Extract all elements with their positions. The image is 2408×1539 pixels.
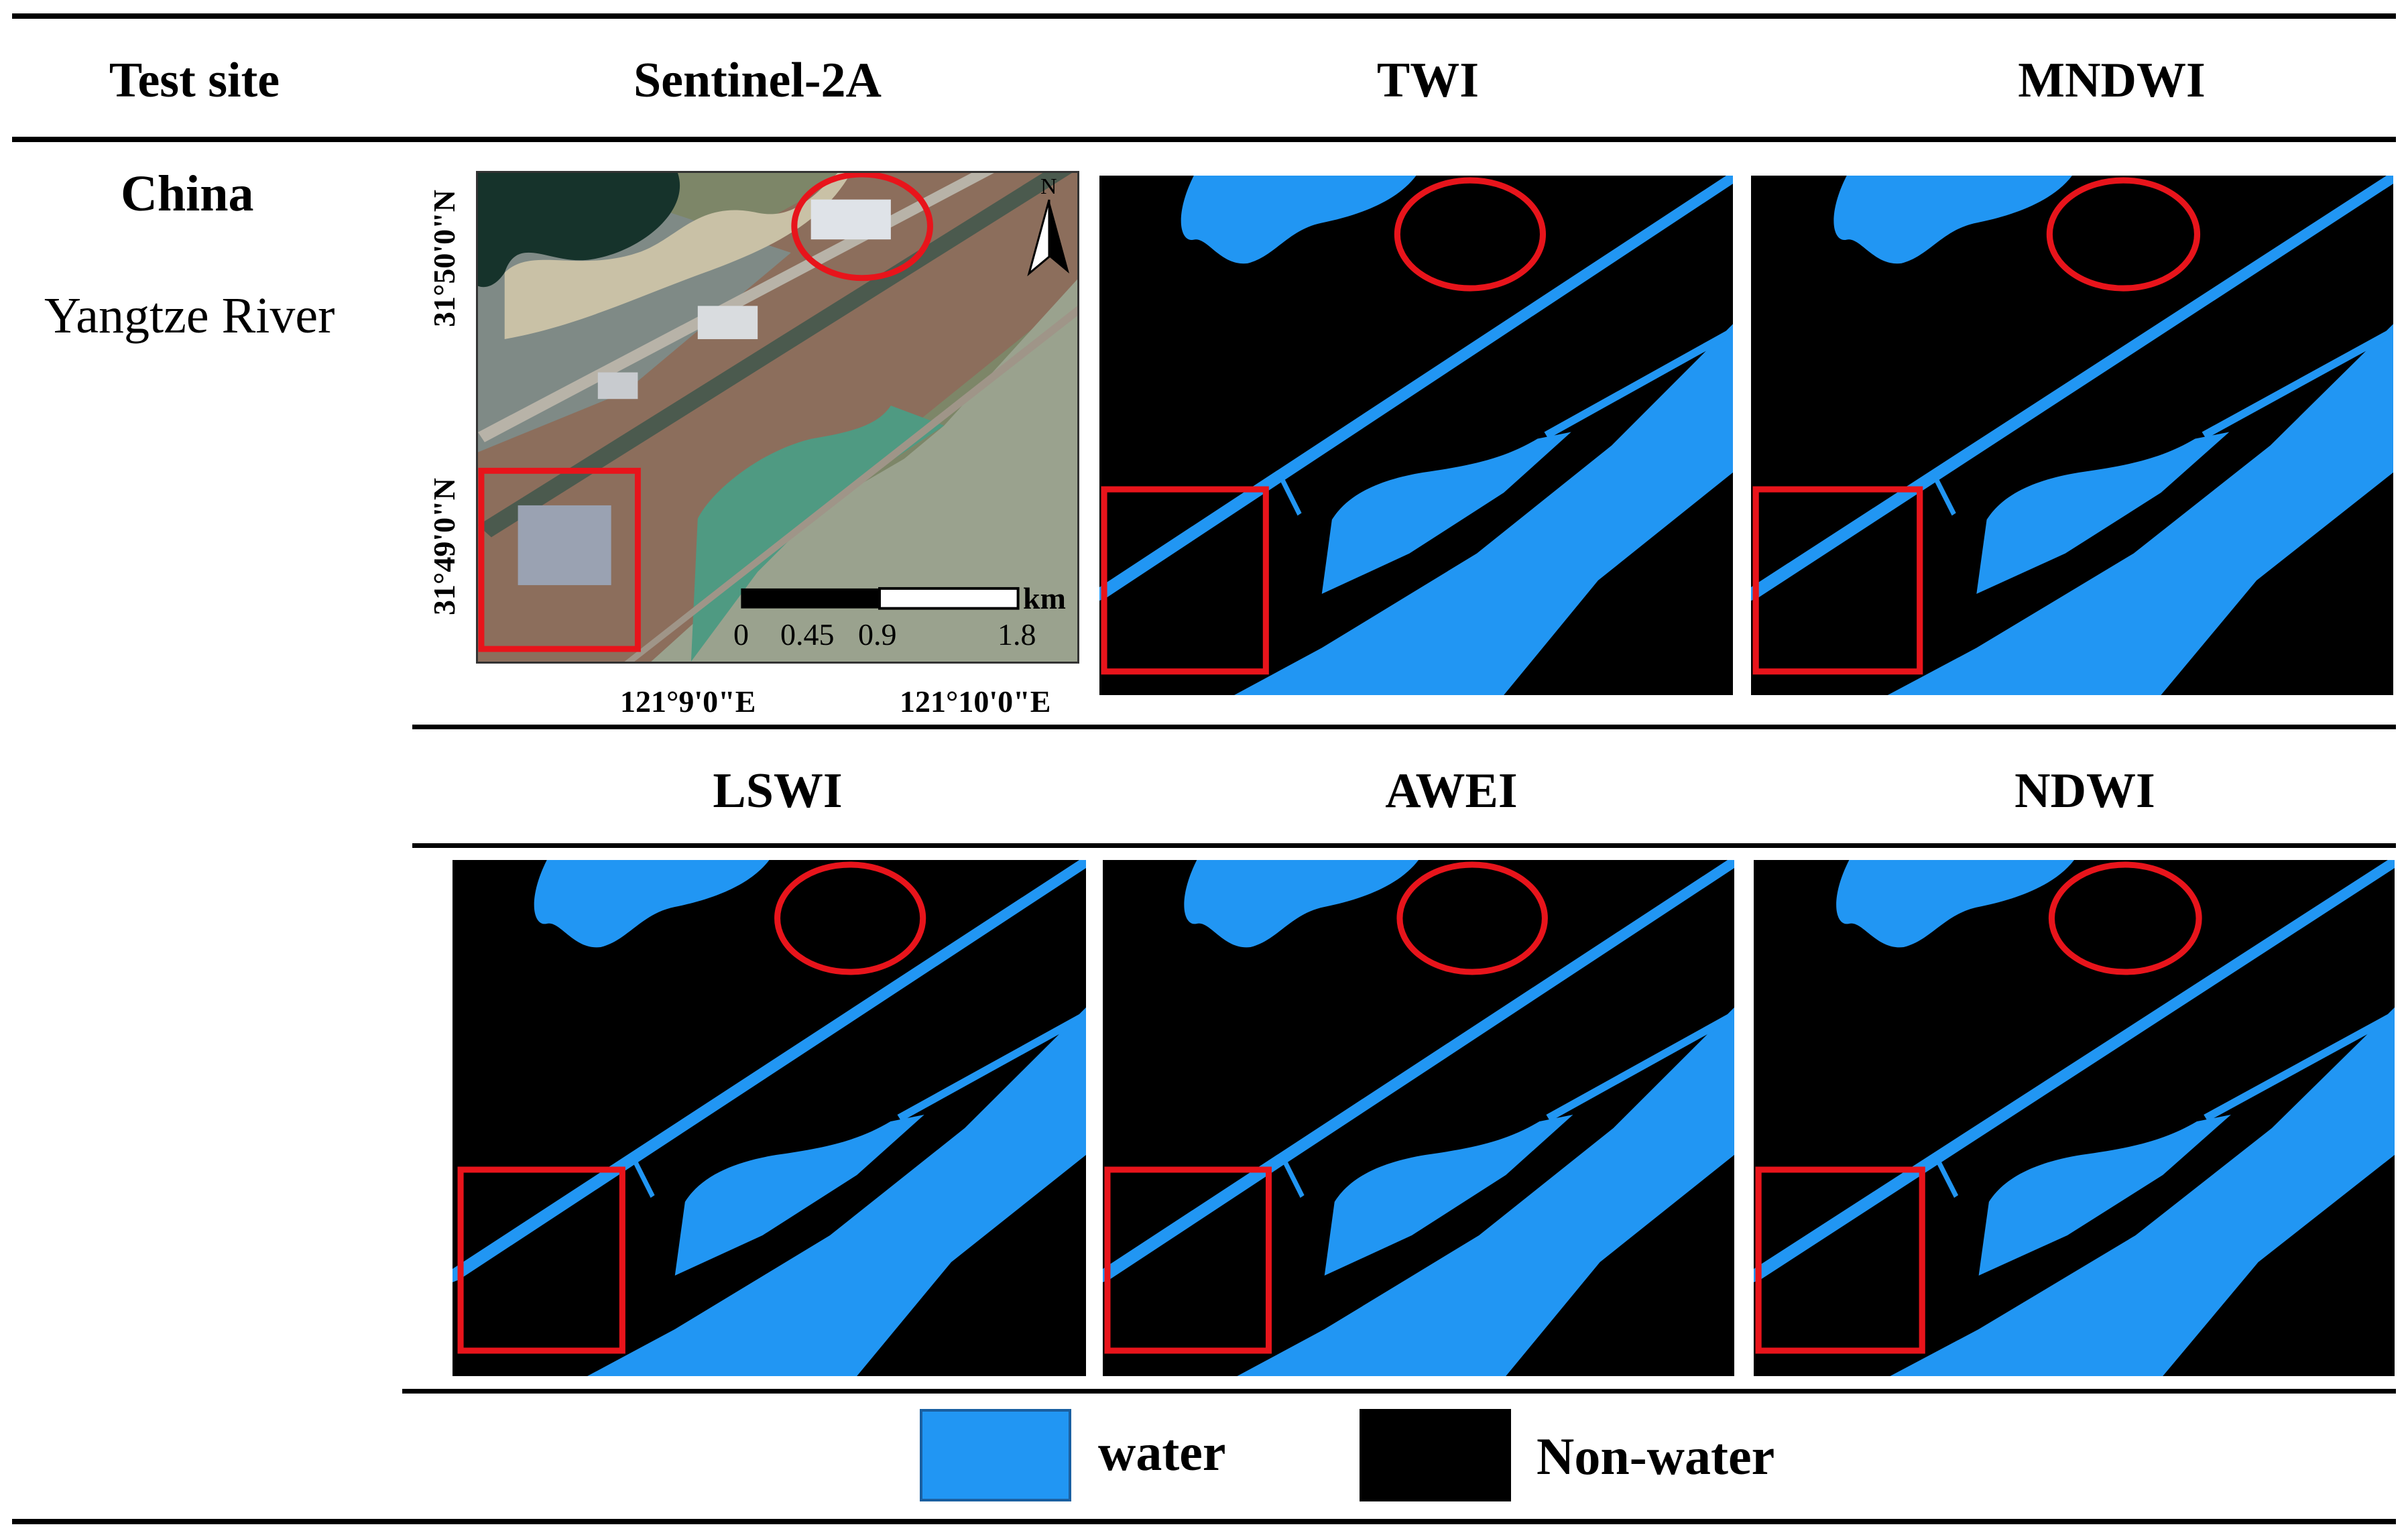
lswi-map xyxy=(453,860,1086,1376)
mndwi-map xyxy=(1751,176,2393,695)
ndwi-map xyxy=(1754,860,2395,1376)
legend-water-swatch xyxy=(920,1409,1071,1501)
lon-right-label: 121°10'0"E xyxy=(900,684,1051,719)
bottom-rule xyxy=(12,1519,2396,1524)
header-mndwi: MNDWI xyxy=(2018,53,2206,108)
site-country: China xyxy=(121,166,254,222)
legend-rule xyxy=(402,1389,2396,1394)
lon-left-label: 121°9'0"E xyxy=(620,684,756,719)
second-header-rule xyxy=(412,843,2396,848)
site-name: Yangtze River xyxy=(44,288,335,344)
header-lswi: LSWI xyxy=(713,763,843,818)
lat-bottom-label: 31°49'0"N xyxy=(427,478,461,615)
north-label: N xyxy=(1040,174,1057,199)
legend-non-water-swatch xyxy=(1360,1409,1511,1501)
sentinel-map xyxy=(476,171,1079,664)
header-ndwi: NDWI xyxy=(2014,763,2155,818)
middle-rule xyxy=(412,725,2396,729)
top-rule xyxy=(12,13,2396,19)
header-twi: TWI xyxy=(1376,53,1480,108)
scale-tick-1: 0.45 xyxy=(780,617,835,652)
header-awei: AWEI xyxy=(1385,763,1518,818)
scale-tick-0: 0 xyxy=(733,617,749,652)
scale-tick-3: 1.8 xyxy=(998,617,1036,652)
awei-map xyxy=(1103,860,1734,1376)
header-sentinel: Sentinel-2A xyxy=(634,53,882,108)
legend-non-water-label: Non-water xyxy=(1537,1427,1775,1485)
header-rule xyxy=(12,137,2396,142)
north-arrow-icon xyxy=(1022,173,1076,280)
header-test-site: Test site xyxy=(109,53,280,108)
lat-top-label: 31°50'0"N xyxy=(427,190,461,327)
legend-water-label: water xyxy=(1098,1423,1226,1481)
scale-tick-2: 0.9 xyxy=(858,617,897,652)
twi-map xyxy=(1099,176,1733,695)
scale-unit: km xyxy=(1023,581,1066,615)
